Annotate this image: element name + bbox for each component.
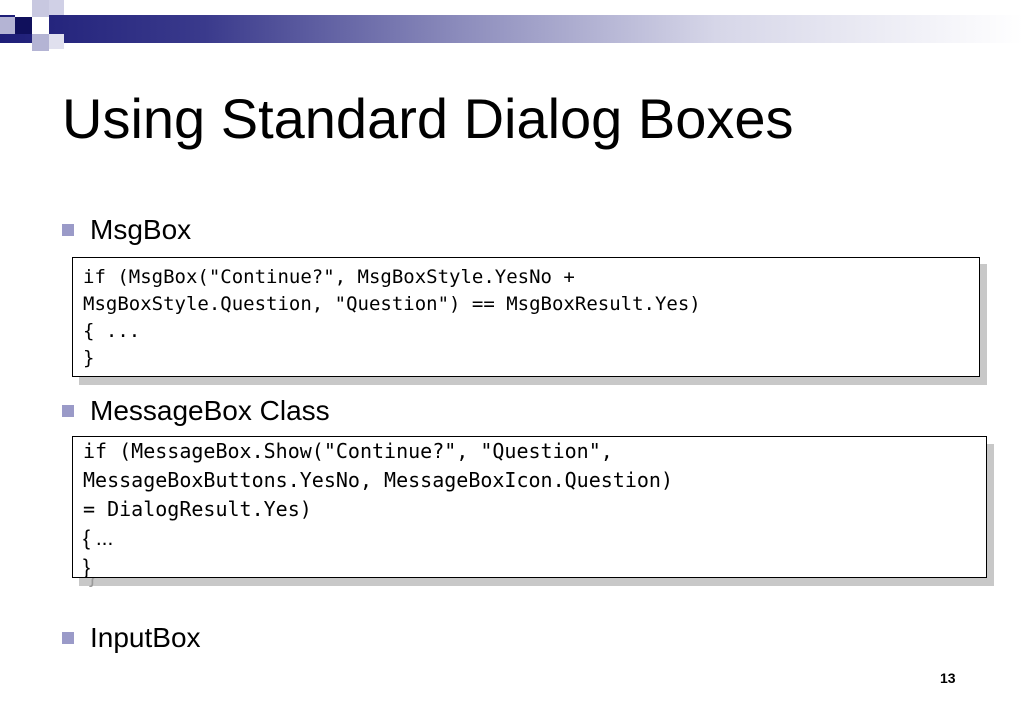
header-square (32, 34, 49, 51)
code-block-msgbox: if (MsgBox("Continue?", MsgBoxStyle.YesN… (72, 257, 980, 377)
header-square (32, 17, 49, 34)
code-block-messagebox: if (MessageBox.Show("Continue?", "Questi… (72, 436, 987, 578)
bullet-item-inputbox: InputBox (62, 621, 201, 655)
code-line: if (MessageBox.Show("Continue?", "Questi… (83, 439, 613, 463)
code-line: MessageBoxButtons.YesNo, MessageBoxIcon.… (83, 468, 674, 492)
code-line: = DialogResult.Yes) (83, 497, 312, 521)
header-square (49, 0, 64, 15)
bullet-label: InputBox (90, 622, 201, 653)
header-square (15, 0, 32, 17)
header-square (32, 0, 49, 17)
header-square (0, 17, 15, 34)
bullet-item-msgbox: MsgBox (62, 213, 191, 247)
code-line: MsgBoxStyle.Question, "Question") == Msg… (83, 293, 701, 315)
code-line: } (83, 556, 91, 578)
square-bullet-icon (62, 224, 74, 236)
slide-number: 13 (940, 670, 956, 686)
header-square (49, 34, 64, 49)
square-bullet-icon (62, 405, 74, 417)
square-bullet-icon (62, 632, 74, 644)
code-line: { ... (83, 320, 141, 342)
bullet-label: MsgBox (90, 214, 192, 245)
bullet-item-messagebox-class: MessageBox Class (62, 394, 330, 428)
code-line: { ... (83, 527, 114, 550)
code-line: if (MsgBox("Continue?", MsgBoxStyle.YesN… (83, 266, 575, 288)
slide-title: Using Standard Dialog Boxes (62, 87, 794, 150)
bullet-label: MessageBox Class (90, 395, 330, 426)
header-square (15, 17, 32, 34)
code-line: } (83, 347, 95, 369)
header-gradient-bar (0, 15, 1023, 43)
